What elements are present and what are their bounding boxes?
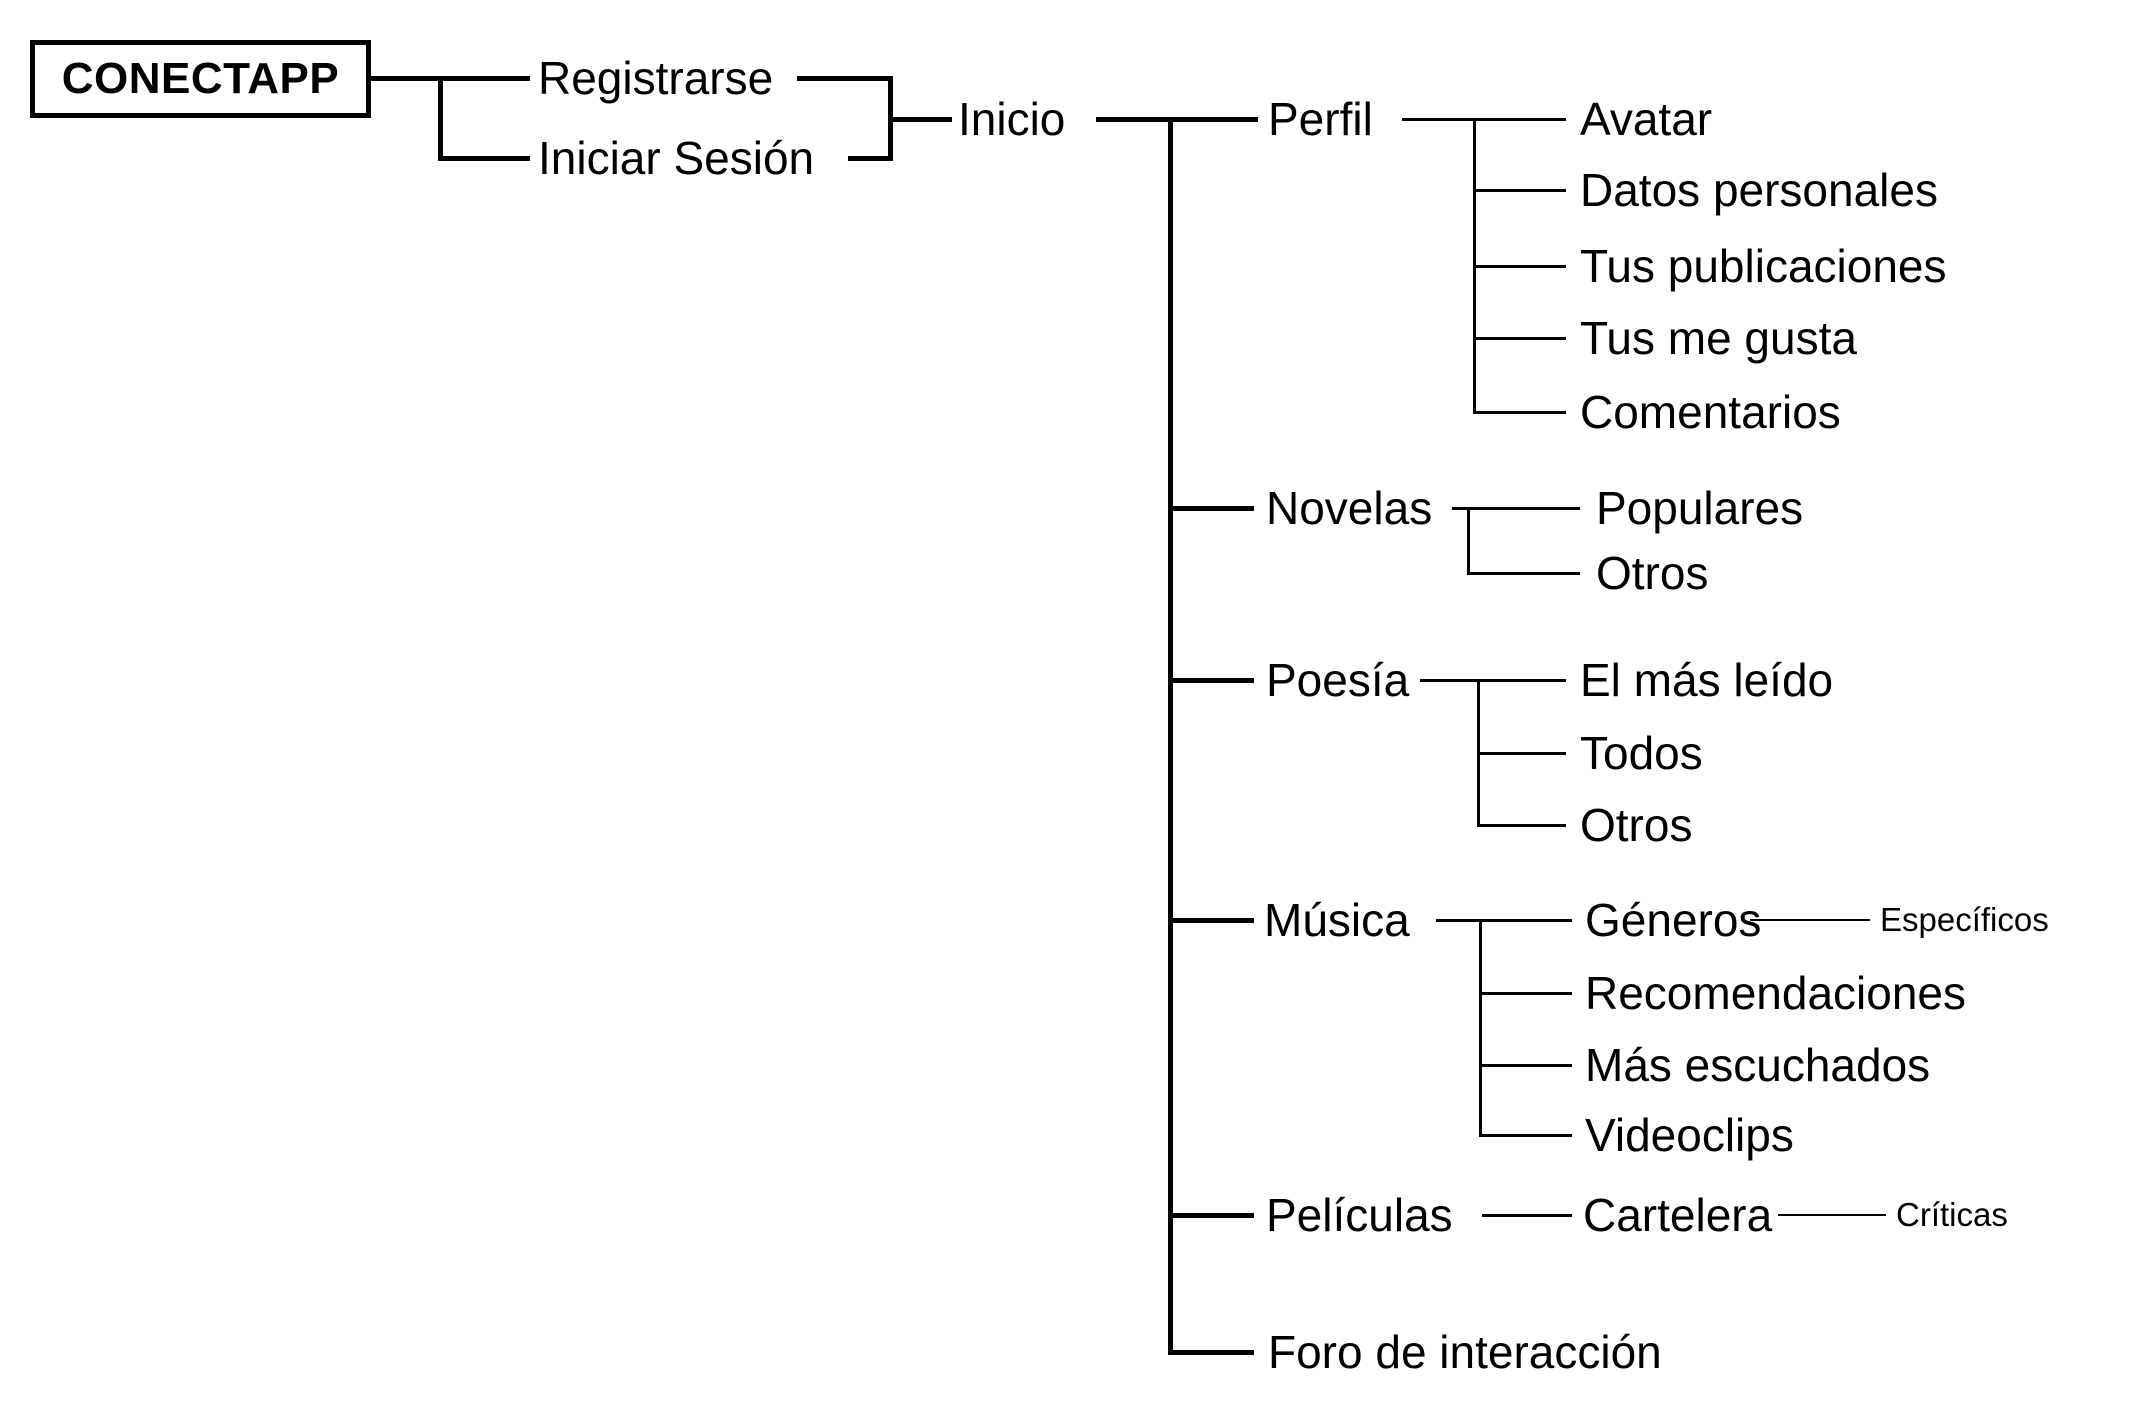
node-generos: Géneros [1585,894,1762,946]
stub-videoclips [1479,1134,1572,1137]
connector-registrarse-bracket [797,76,893,81]
node-iniciar-sesion: Iniciar Sesión [538,132,815,184]
stub-otros-novelas [1467,572,1580,575]
connector-peliculas-cartelera [1482,1214,1572,1217]
node-peliculas: Películas [1266,1189,1453,1241]
spine-musica [1479,919,1482,1136]
node-cartelera: Cartelera [1583,1189,1773,1241]
node-mas-escuchados: Más escuchados [1585,1039,1931,1091]
connector-novelas-populares [1452,507,1580,510]
node-avatar: Avatar [1580,93,1713,145]
node-especificos: Específicos [1880,901,2049,938]
stub-poesia [1168,678,1254,683]
spine-novelas [1467,507,1470,574]
connector-bracket-inicio [888,117,952,122]
stub-todos [1477,752,1566,755]
node-registrarse: Registrarse [538,52,774,104]
node-populares: Populares [1596,482,1804,534]
node-tus-publicaciones: Tus publicaciones [1580,240,1947,292]
connector-generos-especificos [1750,919,1870,921]
node-recomendaciones: Recomendaciones [1585,967,1967,1019]
stub-foro [1168,1350,1254,1355]
stub-comentarios [1473,411,1566,414]
node-videoclips: Videoclips [1585,1109,1794,1161]
stub-novelas [1168,506,1254,511]
stub-recomendaciones [1479,992,1572,995]
connector-musica-generos [1436,919,1572,922]
node-poesia: Poesía [1266,654,1410,706]
node-conectapp: CONECTAPP [30,40,371,118]
node-novelas: Novelas [1266,482,1433,534]
stub-tus-me-gusta [1473,337,1566,340]
connector-cartelera-criticas [1778,1214,1886,1216]
connector-perfil-avatar [1402,118,1566,121]
connector-poesia-el-mas-leido [1420,679,1566,682]
connector-inicio-perfil [1096,117,1258,122]
stub-peliculas [1168,1213,1254,1218]
node-foro-de-interaccion: Foro de interacción [1268,1326,1662,1378]
stub-mas-escuchados [1479,1064,1572,1067]
node-datos-personales: Datos personales [1580,164,1938,216]
spine-main [1168,117,1173,1355]
connector-iniciar-sesion-bracket [848,156,893,161]
node-perfil: Perfil [1268,93,1373,145]
stub-otros-poesia [1477,824,1566,827]
stub-datos-personales [1473,189,1566,192]
stub-musica [1168,918,1254,923]
node-inicio: Inicio [958,93,1066,145]
stub-tus-publicaciones [1473,265,1566,268]
connector-root-registrarse [366,76,530,81]
node-comentarios: Comentarios [1580,386,1841,438]
node-tus-me-gusta: Tus me gusta [1580,312,1857,364]
node-otros-poesia: Otros [1580,799,1693,851]
node-el-mas-leido: El más leído [1580,654,1834,706]
node-criticas: Críticas [1896,1196,2008,1233]
node-todos: Todos [1580,727,1703,779]
connector-auth-branch-vertical [438,76,443,161]
node-musica: Música [1264,894,1410,946]
node-otros-novelas: Otros [1596,547,1709,599]
connector-branch-iniciar-sesion [438,156,530,161]
